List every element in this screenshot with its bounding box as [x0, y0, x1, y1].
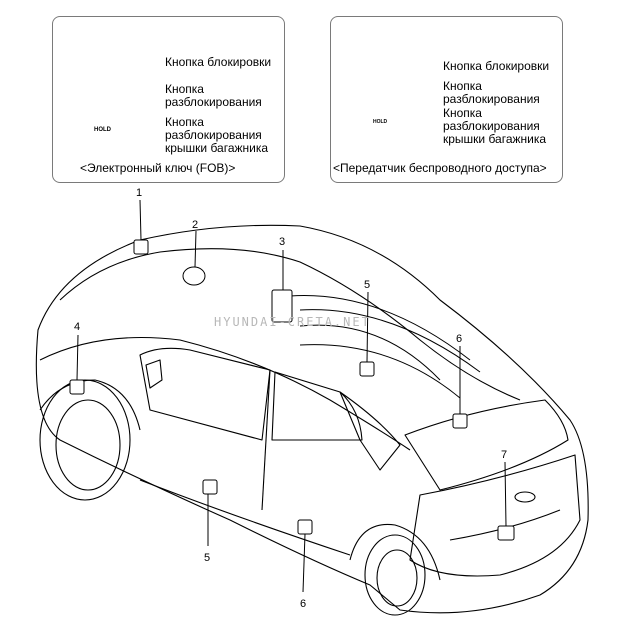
- fob-trunk-label: Кнопка разблокирования крышки багажника: [165, 115, 269, 155]
- fob-panel: [52, 16, 285, 183]
- callout-7: 7: [501, 449, 508, 461]
- watermark: HYUNDAI-CRETA.NET: [214, 315, 371, 329]
- callout-6-door: 6: [300, 598, 307, 610]
- component-5-door: [202, 479, 218, 495]
- component-7: [497, 525, 515, 541]
- transmitter-caption: <Передатчик беспроводного доступа>: [333, 161, 547, 175]
- vehicle-outline: [35, 224, 589, 616]
- component-5-roof: [359, 361, 375, 377]
- callout-3: 3: [279, 236, 286, 248]
- component-1: [133, 239, 149, 255]
- component-6-door: [297, 519, 313, 535]
- transmitter-unlock-label: Кнопка разблокирования: [443, 79, 540, 106]
- callout-5-roof: 5: [364, 279, 371, 291]
- fob-unlock-label: Кнопка разблокирования: [165, 82, 262, 109]
- fob-caption: <Электронный ключ (FOB)>: [80, 161, 236, 175]
- transmitter-hold-text: HOLD: [373, 119, 388, 125]
- transmitter-panel: [330, 16, 563, 183]
- transmitter-trunk-label: Кнопка разблокирования крышки багажника: [443, 106, 547, 146]
- component-4: [69, 379, 85, 395]
- component-3: [271, 289, 293, 323]
- callout-leader-lines: [76, 199, 507, 593]
- component-2: [182, 266, 206, 286]
- transmitter-lock-label: Кнопка блокировки: [443, 59, 550, 73]
- callout-2: 2: [192, 219, 199, 231]
- callout-6-rear: 6: [456, 333, 463, 345]
- fob-lock-label: Кнопка блокировки: [165, 55, 272, 69]
- callout-4: 4: [74, 321, 81, 333]
- component-6-rear: [452, 413, 468, 429]
- vehicle-components: [69, 239, 515, 541]
- callout-5-door: 5: [204, 552, 211, 564]
- fob-hold-text: HOLD: [94, 127, 111, 133]
- callout-1: 1: [136, 187, 143, 199]
